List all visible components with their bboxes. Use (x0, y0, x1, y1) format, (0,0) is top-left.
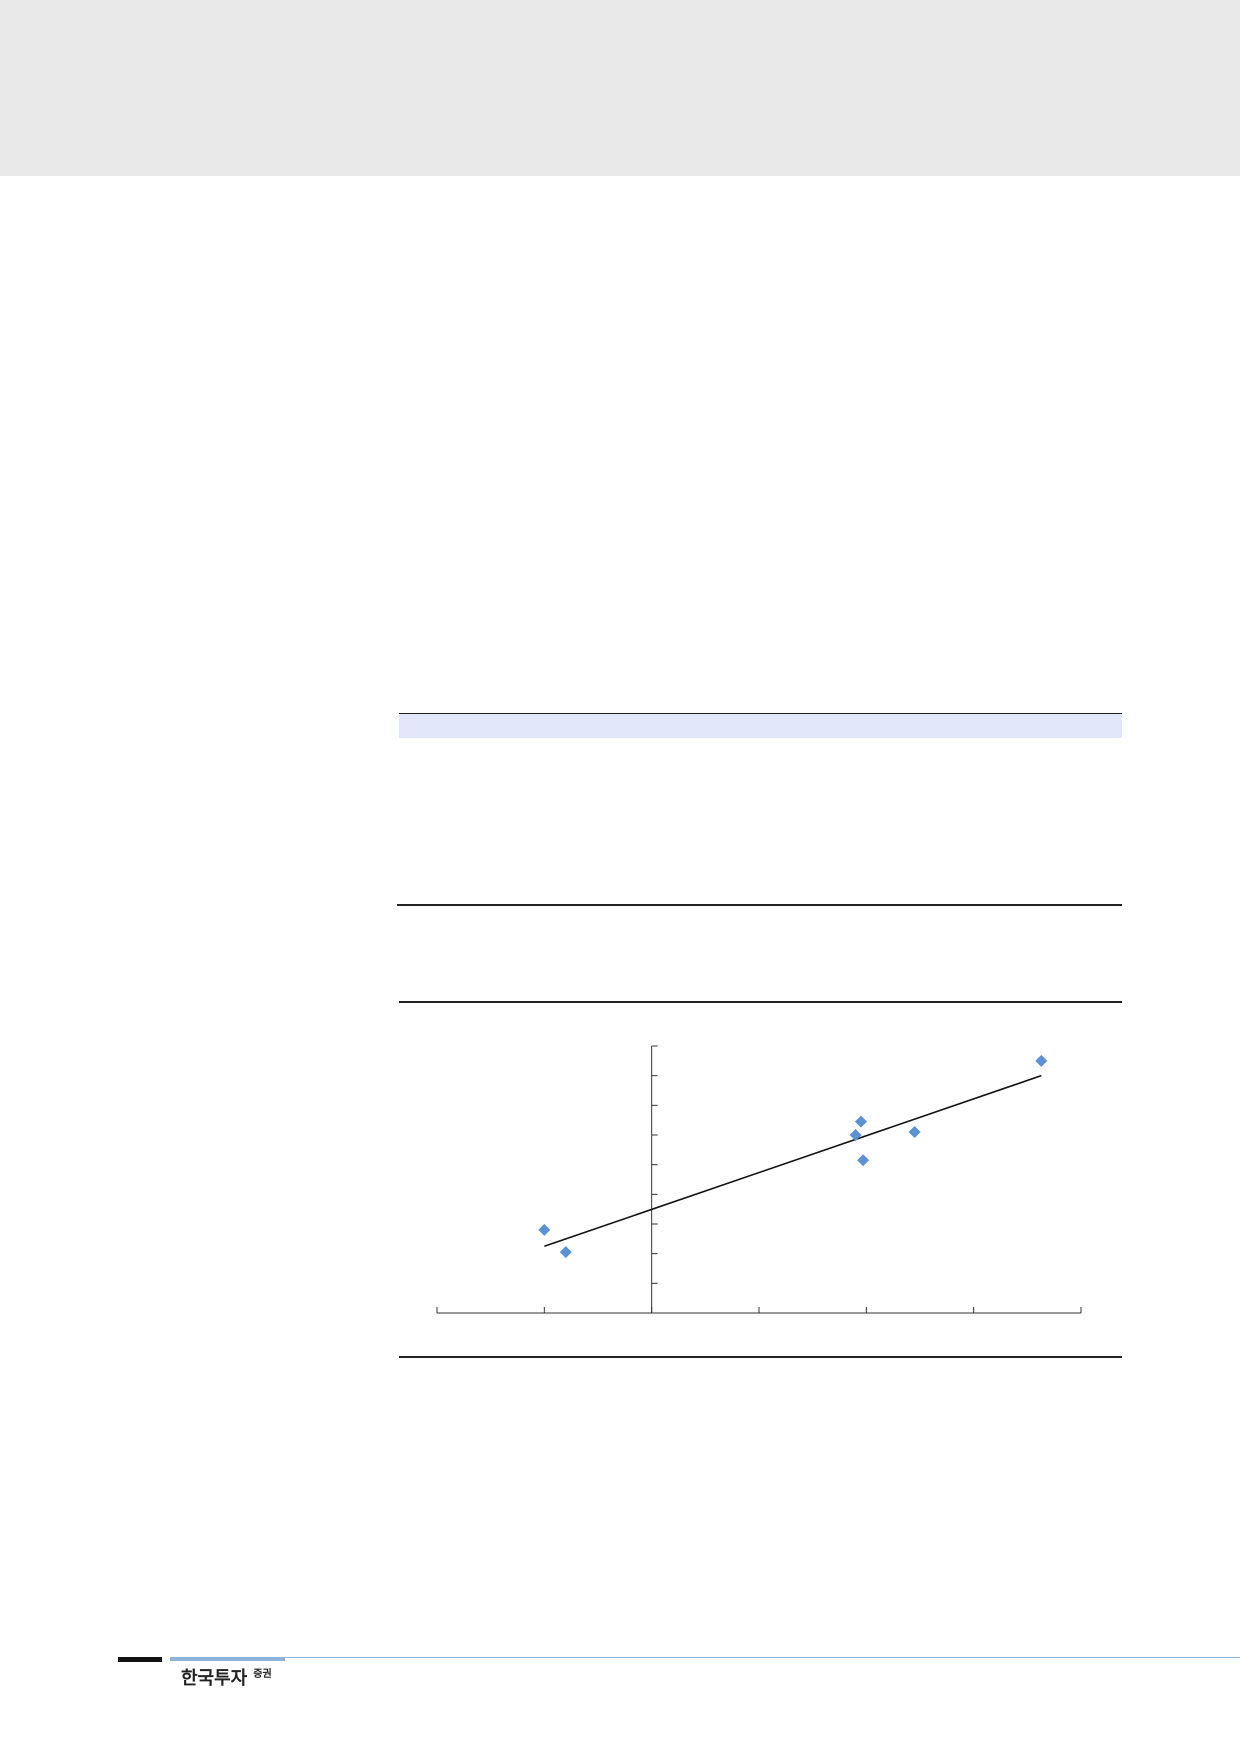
table-top-rule (399, 713, 1122, 714)
trendline (544, 1074, 1042, 1248)
scatter-chart (436, 1045, 1082, 1314)
brand-logo-main: 한국투자 (181, 1668, 248, 1689)
brand-logo: 한국투자 증권 (181, 1664, 272, 1690)
figure-top-rule (399, 1001, 1122, 1003)
scatter-point-0-3 (854, 1115, 867, 1128)
scatter-point-0-2 (849, 1129, 862, 1141)
scatter-point-0-0 (538, 1223, 551, 1236)
scatter-point-0-1 (559, 1246, 572, 1259)
scatter-point-0-4 (857, 1154, 870, 1167)
footer-blue-block (170, 1657, 285, 1661)
header-band (0, 0, 1240, 176)
scatter-point-0-5 (908, 1126, 921, 1139)
scatter-point-0-6 (1035, 1054, 1048, 1067)
footer-black-bar (118, 1657, 162, 1662)
brand-logo-suffix: 증권 (253, 1669, 272, 1680)
table-bottom-rule (397, 904, 1122, 906)
table-header-row (399, 714, 1122, 738)
figure-bottom-rule (399, 1356, 1122, 1358)
footer-blue-line (285, 1657, 1240, 1658)
